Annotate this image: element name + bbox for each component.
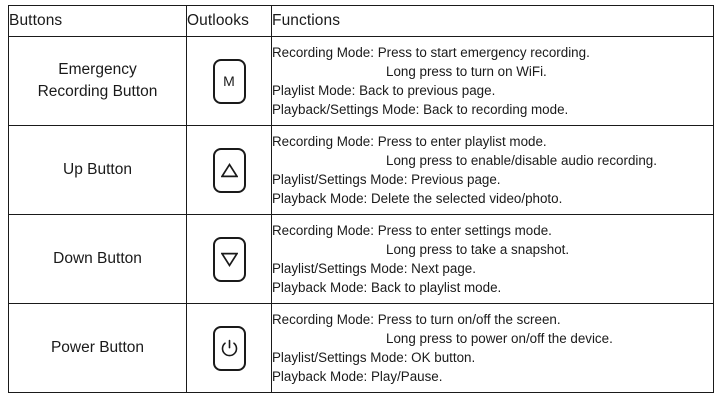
function-line: Playlist/Settings Mode: Next page.: [272, 261, 476, 276]
function-line: Long press to enable/disable audio recor…: [386, 152, 657, 168]
button-functions-cell: Recording Mode: Press to turn on/off the…: [271, 303, 714, 393]
button-functions-cell: Recording Mode: Press to enter settings …: [271, 214, 714, 304]
table-row: Power Button Recording Mode: Press to tu…: [8, 303, 714, 393]
button-name-line: Recording Button: [37, 83, 158, 100]
key-power-icon: [212, 325, 246, 371]
button-outlook-cell: [186, 303, 272, 393]
button-name-line: Emergency: [58, 60, 137, 78]
table-body: Emergency Recording Button M Recording M…: [8, 36, 714, 393]
table-row: Up Button Recording Mode: Press to enter…: [8, 125, 714, 215]
function-line: Long press to turn on WiFi.: [386, 63, 547, 79]
table-row: Emergency Recording Button M Recording M…: [8, 36, 714, 126]
button-functions-cell: Recording Mode: Press to enter playlist …: [271, 125, 714, 215]
function-line: Playlist/Settings Mode: OK button.: [272, 350, 476, 365]
button-name-cell: Emergency Recording Button: [8, 36, 187, 126]
function-line: Playback Mode: Delete the selected video…: [272, 191, 563, 207]
function-line: Long press to power on/off the device.: [386, 330, 613, 346]
button-outlook-cell: M: [186, 36, 272, 126]
key-up-triangle-icon: [212, 147, 246, 193]
column-header-functions: Functions: [271, 5, 714, 37]
button-name-cell: Up Button: [8, 125, 187, 215]
button-name-line: Power Button: [50, 338, 145, 356]
function-line: Playlist/Settings Mode: Previous page.: [272, 172, 501, 187]
key-m-icon: M: [212, 58, 246, 104]
function-line: Playback Mode: Play/Pause.: [272, 369, 443, 385]
button-name-line: Down Button: [53, 249, 142, 267]
key-letter-label: M: [223, 73, 235, 89]
column-header-buttons: Buttons: [8, 5, 187, 37]
key-down-triangle-icon: [212, 236, 246, 282]
function-line: Playlist Mode: Back to previous page.: [272, 83, 496, 98]
function-line: Playback/Settings Mode: Back to recordin…: [272, 102, 569, 118]
function-line: Playback Mode: Back to playlist mode.: [272, 280, 502, 296]
table-header-row: Buttons Outlooks Functions: [8, 5, 714, 37]
function-line: Recording Mode: Press to turn on/off the…: [272, 311, 561, 327]
button-name-line: Up Button: [63, 160, 132, 178]
button-name-cell: Power Button: [8, 303, 187, 393]
table-row: Down Button Recording Mode: Press to ent…: [8, 214, 714, 304]
button-functions-cell: Recording Mode: Press to start emergency…: [271, 36, 714, 126]
button-outlook-cell: [186, 125, 272, 215]
button-outlook-cell: [186, 214, 272, 304]
button-name-cell: Down Button: [8, 214, 187, 304]
function-line: Recording Mode: Press to enter playlist …: [272, 133, 547, 149]
column-header-outlooks: Outlooks: [186, 5, 272, 37]
table-header: Buttons Outlooks Functions: [8, 5, 714, 37]
function-line: Recording Mode: Press to enter settings …: [272, 222, 552, 238]
function-line: Long press to take a snapshot.: [386, 241, 570, 257]
function-line: Recording Mode: Press to start emergency…: [272, 44, 590, 60]
button-functions-table: Buttons Outlooks Functions Emergency Rec…: [8, 5, 714, 393]
